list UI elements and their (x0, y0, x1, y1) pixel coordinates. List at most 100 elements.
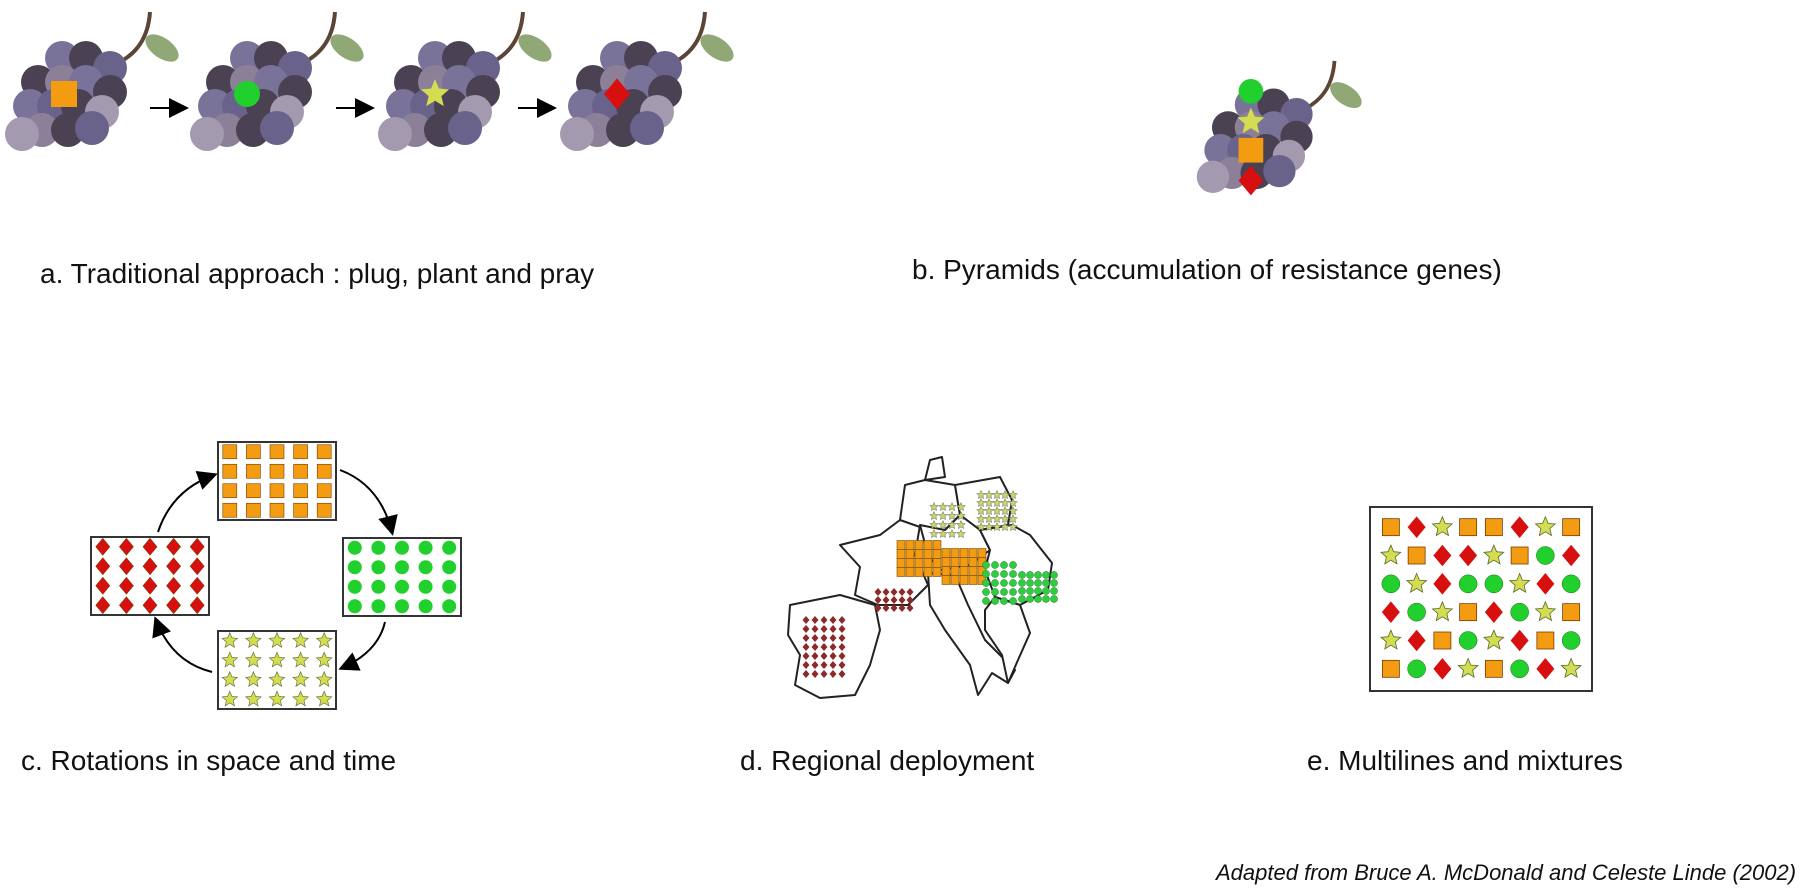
green-circle-icon (1026, 595, 1034, 603)
green-circle-icon (1009, 561, 1017, 569)
red-diamond-icon (802, 670, 810, 678)
orange-square-icon (950, 548, 960, 558)
yellow-star-icon (1000, 489, 1010, 500)
plot-diamond (90, 536, 210, 616)
leaf-icon (700, 34, 734, 62)
red-diamond-icon (1381, 601, 1400, 623)
red-diamond-icon (119, 537, 134, 556)
orange-square-icon (941, 557, 951, 567)
orange-square-icon (959, 575, 969, 585)
red-diamond-icon (802, 625, 810, 633)
yellow-star-icon (976, 521, 986, 532)
green-circle-icon (234, 81, 260, 107)
red-diamond-icon (829, 616, 837, 624)
red-diamond-icon (1536, 658, 1555, 680)
green-circle-icon (418, 560, 433, 575)
orange-square-icon (51, 81, 77, 107)
orange-square-icon (269, 483, 285, 499)
yellow-star-icon (221, 690, 239, 707)
red-diamond-icon (1484, 601, 1503, 623)
green-circle-icon (371, 560, 386, 575)
orange-square-icon (1459, 518, 1478, 537)
red-diamond-icon (838, 652, 846, 660)
green-circle-icon (1000, 561, 1008, 569)
yellow-star-icon (1008, 489, 1018, 500)
red-diamond-icon (838, 634, 846, 642)
orange-square-icon (959, 557, 969, 567)
mixture-field-box (1369, 506, 1593, 692)
red-diamond-icon (820, 634, 828, 642)
red-diamond-icon (890, 596, 898, 604)
red-diamond-icon (1433, 658, 1452, 680)
green-circle-icon (1561, 574, 1581, 594)
orange-square-icon (246, 502, 261, 518)
green-circle-icon (371, 579, 386, 594)
green-circle-icon (1026, 587, 1034, 595)
red-diamond-icon (829, 643, 837, 651)
orange-square-icon (914, 540, 924, 550)
red-diamond-icon (1510, 516, 1529, 538)
green-circle-icon (982, 588, 990, 596)
green-circle-icon (1034, 579, 1042, 587)
red-diamond-icon (906, 604, 914, 612)
yellow-star-icon (420, 79, 450, 107)
yellow-star-icon (956, 528, 966, 539)
orange-square-icon (1484, 659, 1503, 678)
red-diamond-icon (890, 604, 898, 612)
green-circle-icon (1050, 571, 1058, 579)
red-diamond-icon (802, 643, 810, 651)
orange-square-icon (968, 566, 978, 576)
green-circle-icon (1009, 588, 1017, 596)
leaf-icon (1330, 82, 1362, 109)
green-circle-icon (1484, 574, 1504, 594)
red-diamond-icon (142, 576, 158, 595)
cycle-arrow-icon (157, 470, 218, 533)
yellow-star-icon (1008, 497, 1018, 508)
red-diamond-icon (142, 557, 158, 576)
yellow-star-icon (268, 651, 286, 668)
green-circle-icon (1009, 597, 1017, 605)
green-circle-icon (395, 540, 409, 555)
red-diamond-icon (811, 661, 819, 669)
red-diamond-icon (906, 596, 914, 604)
panel-c-graphic (90, 441, 462, 710)
yellow-star-icon (984, 489, 994, 500)
red-diamond-icon (838, 616, 846, 624)
red-diamond-icon (882, 596, 890, 604)
yellow-star-icon (1431, 515, 1454, 537)
grape-berry (1263, 154, 1296, 188)
orange-square-icon (293, 483, 308, 499)
orange-square-icon (914, 567, 924, 577)
region-square (941, 548, 987, 585)
orange-square-icon (1238, 137, 1264, 163)
yellow-star-icon (938, 510, 948, 521)
orange-square-icon (941, 566, 951, 576)
grape-berry (448, 111, 482, 145)
yellow-star-icon (938, 519, 948, 530)
red-diamond-icon (898, 588, 906, 596)
yellow-star-icon (984, 513, 994, 524)
country-outline (924, 456, 946, 481)
orange-square-icon (1381, 518, 1400, 537)
orange-square-icon (959, 566, 969, 576)
yellow-star-icon (929, 510, 939, 521)
yellow-star-icon (315, 670, 333, 687)
red-diamond-icon (898, 604, 906, 612)
yellow-star-icon (292, 651, 310, 668)
red-diamond-icon (820, 652, 828, 660)
green-circle-icon (991, 579, 999, 587)
yellow-star-icon (1008, 521, 1018, 532)
yellow-star-icon (1000, 505, 1010, 516)
plot-star (217, 630, 337, 710)
green-circle-icon (1458, 631, 1478, 650)
green-circle-icon (1018, 571, 1026, 579)
orange-square-icon (1407, 546, 1426, 565)
panel-c-caption: c. Rotations in space and time (21, 745, 397, 776)
orange-square-icon (246, 483, 261, 499)
panel-a-graphic (5, 11, 734, 151)
green-circle-icon (1026, 579, 1034, 587)
yellow-star-icon (929, 501, 939, 512)
green-circle-icon (347, 540, 362, 555)
red-diamond-icon (189, 576, 205, 595)
orange-square-icon (293, 502, 308, 518)
